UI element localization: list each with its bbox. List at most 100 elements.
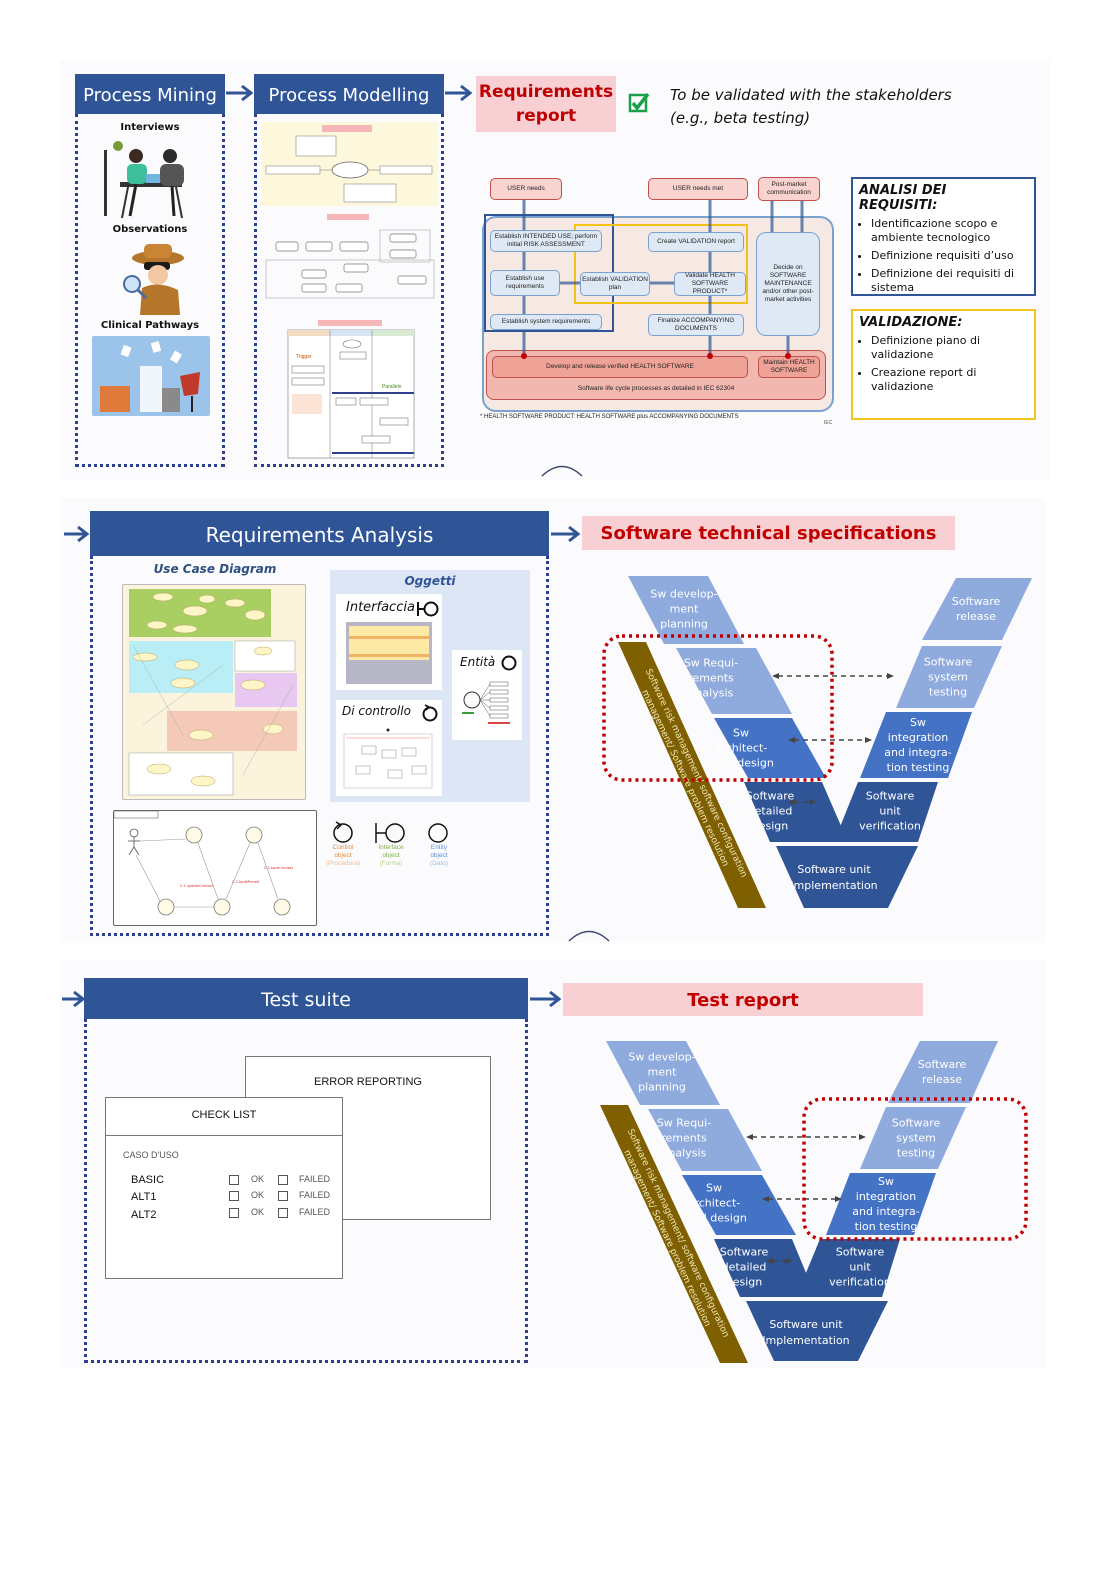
- intended-use-box: Establish INTENDED USE; perform initial …: [490, 230, 602, 252]
- arrow-icon: [62, 990, 86, 1008]
- risk-management-band: [600, 1105, 748, 1363]
- validation-outline: [574, 224, 748, 304]
- risk-management-band: [618, 642, 766, 908]
- release-block: [922, 578, 1032, 640]
- di-controllo-card: Di controllo: [336, 700, 442, 796]
- planning-label: ment: [648, 1066, 677, 1079]
- planning-label: Sw develop-: [650, 588, 717, 601]
- requirements-report-title: Requirements report: [478, 82, 614, 126]
- failed-checkbox[interactable]: [278, 1191, 288, 1201]
- requirements-block: [648, 1109, 762, 1171]
- arrow-head-left: [746, 1134, 753, 1140]
- arrow-head-left: [762, 1196, 769, 1202]
- unit-verif-label: unit: [879, 805, 901, 818]
- control-icon: [422, 704, 438, 722]
- test-suite-box: [84, 1019, 528, 1363]
- validazione-box: VALIDAZIONE: Definizione piano di valida…: [851, 309, 1036, 420]
- arc-decoration: [567, 928, 611, 947]
- boundary-icon: [417, 601, 439, 617]
- detailed-label: Software: [746, 790, 795, 803]
- ok-checkbox[interactable]: [229, 1208, 239, 1218]
- release-label: release: [956, 610, 996, 623]
- planning-block: [628, 576, 744, 644]
- iec-connectors: [521, 200, 804, 359]
- arc-decoration: [540, 463, 584, 482]
- legend-text: (Forma): [379, 860, 403, 867]
- detective-illustration: [120, 240, 185, 315]
- accompanying-docs-box: Finalize ACCOMPANYING DOCUMENTS: [648, 314, 744, 336]
- legend-interface: Interface object (Forma): [368, 844, 414, 868]
- detailed-label: Software: [720, 1246, 769, 1259]
- entita-card: Entità: [452, 650, 522, 740]
- arrow-icon: [551, 525, 581, 543]
- specs-title: Software technical specifications: [600, 523, 937, 544]
- unit-impl-label: Implementation: [762, 1334, 849, 1347]
- detailed-block: [744, 782, 848, 842]
- unit-impl-block: [776, 846, 918, 908]
- analisi-title: ANALISI DEI REQUISITI:: [859, 183, 947, 213]
- unit-impl-block: [746, 1301, 888, 1361]
- integration-block: [826, 1173, 936, 1235]
- system-testing-block: [896, 646, 1002, 708]
- requirements-label: analysis: [689, 687, 734, 700]
- di-controllo-label: Di controllo: [342, 704, 411, 718]
- integration-label: Sw: [878, 1175, 894, 1188]
- arrow-head-right: [887, 673, 894, 679]
- analisi-item: Identificazione scopo e ambiente tecnolo…: [871, 217, 1028, 245]
- iec-mark: IEC: [824, 420, 833, 426]
- checklist-row: BASIC OK FAILED: [131, 1174, 341, 1188]
- failed-checkbox[interactable]: [278, 1208, 288, 1218]
- process-mining-header: Process Mining: [75, 74, 225, 114]
- use-case-name: BASIC: [131, 1174, 165, 1186]
- integration-label: tion testing: [887, 761, 950, 774]
- scenario-diagram: [262, 122, 438, 206]
- system-testing-label: system: [896, 1132, 936, 1145]
- interviews-illustration: [100, 138, 205, 220]
- interfaccia-label: Interfaccia: [346, 600, 415, 615]
- system-requirements-box: Establish system requirements: [490, 314, 602, 330]
- release-label: Software: [918, 1058, 967, 1071]
- clinical-pathways-illustration: [92, 336, 210, 416]
- arrow-head-left: [788, 737, 795, 743]
- integration-label: tion testing: [855, 1220, 918, 1233]
- requirements-label: Sw Requi-: [684, 657, 738, 670]
- control-object-icon: [333, 821, 353, 843]
- test-report-title: Test report: [687, 990, 799, 1011]
- ok-checkbox[interactable]: [229, 1191, 239, 1201]
- legend-text: object: [430, 852, 448, 859]
- system-testing-label: Software: [924, 656, 973, 669]
- ok-label: OK: [251, 1174, 265, 1184]
- ok-label: OK: [251, 1190, 265, 1200]
- iec-footnote: * HEALTH SOFTWARE PRODUCT: HEALTH SOFTWA…: [480, 414, 739, 420]
- planning-block: [606, 1041, 720, 1105]
- analisi-requisiti-box: ANALISI DEI REQUISITI: Identificazione s…: [851, 177, 1036, 296]
- ok-checkbox[interactable]: [229, 1175, 239, 1185]
- control-diagram: [343, 728, 433, 789]
- process-mining-box: [75, 114, 225, 467]
- legend-control: Control object (Procedura): [320, 844, 366, 868]
- integration-label: integration: [888, 731, 948, 744]
- requirements-label: rements: [661, 1132, 707, 1145]
- use-case-name: ALT2: [131, 1209, 157, 1221]
- divider: [106, 1135, 342, 1136]
- unit-verif-label: unit: [849, 1261, 871, 1274]
- requirements-analysis-header: Requirements Analysis: [90, 511, 549, 556]
- requirements-label: analysis: [662, 1147, 707, 1160]
- requirements-report-box: Requirements report: [476, 76, 616, 132]
- planning-label: planning: [638, 1081, 686, 1094]
- unit-verif-label: Software: [866, 790, 915, 803]
- unit-verif-label: Software: [836, 1246, 885, 1259]
- failed-checkbox[interactable]: [278, 1175, 288, 1185]
- system-testing-block: [860, 1107, 966, 1169]
- requirements-analysis-title: Requirements Analysis: [205, 523, 434, 547]
- arrow-head-left: [788, 799, 795, 805]
- unit-verif-label: verification: [859, 820, 921, 833]
- release-label: release: [922, 1073, 962, 1086]
- legend-text: object: [334, 852, 352, 859]
- integration-block: [860, 712, 972, 778]
- legend-text: (Dato): [429, 860, 449, 867]
- arrow-head-right: [835, 1196, 842, 1202]
- failed-label: FAILED: [299, 1190, 331, 1200]
- error-reporting-title: ERROR REPORTING: [314, 1076, 422, 1088]
- user-needs-met-box: USER needs met: [648, 178, 748, 200]
